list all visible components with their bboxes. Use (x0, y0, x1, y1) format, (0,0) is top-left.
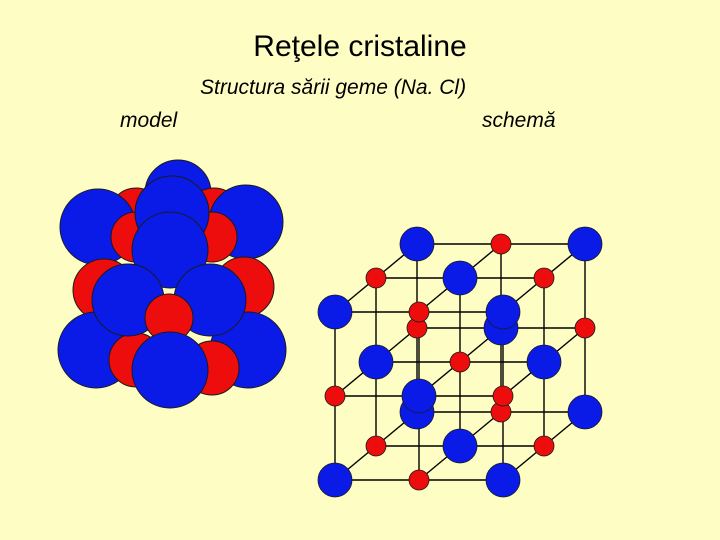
na-ion (317, 294, 353, 330)
na-ion (485, 294, 521, 330)
na-ion (399, 226, 435, 262)
cl-ion (492, 385, 514, 407)
cl-ion (365, 435, 387, 457)
cl-ion (408, 469, 430, 491)
cl-ion (449, 351, 471, 373)
na-ion (401, 378, 437, 414)
cl-ion (533, 435, 555, 457)
model-label: model (120, 109, 178, 132)
slide-title: Reţele cristaline (253, 30, 467, 63)
na-ion (567, 394, 603, 430)
na-ion (442, 428, 478, 464)
na-ion (358, 344, 394, 380)
na-sphere (131, 211, 209, 289)
scheme-label: schemă (482, 109, 556, 132)
cl-ion (365, 267, 387, 289)
cl-ion (533, 267, 555, 289)
na-ion (442, 260, 478, 296)
cl-ion (408, 301, 430, 323)
cl-ion (324, 385, 346, 407)
na-ion (317, 462, 353, 498)
na-ion (526, 344, 562, 380)
cl-ion (490, 233, 512, 255)
slide-subtitle: Structura sării geme (Na. Cl) (200, 76, 467, 99)
cl-ion (574, 317, 596, 339)
na-ion (485, 462, 521, 498)
na-sphere (131, 331, 209, 409)
na-ion (567, 226, 603, 262)
